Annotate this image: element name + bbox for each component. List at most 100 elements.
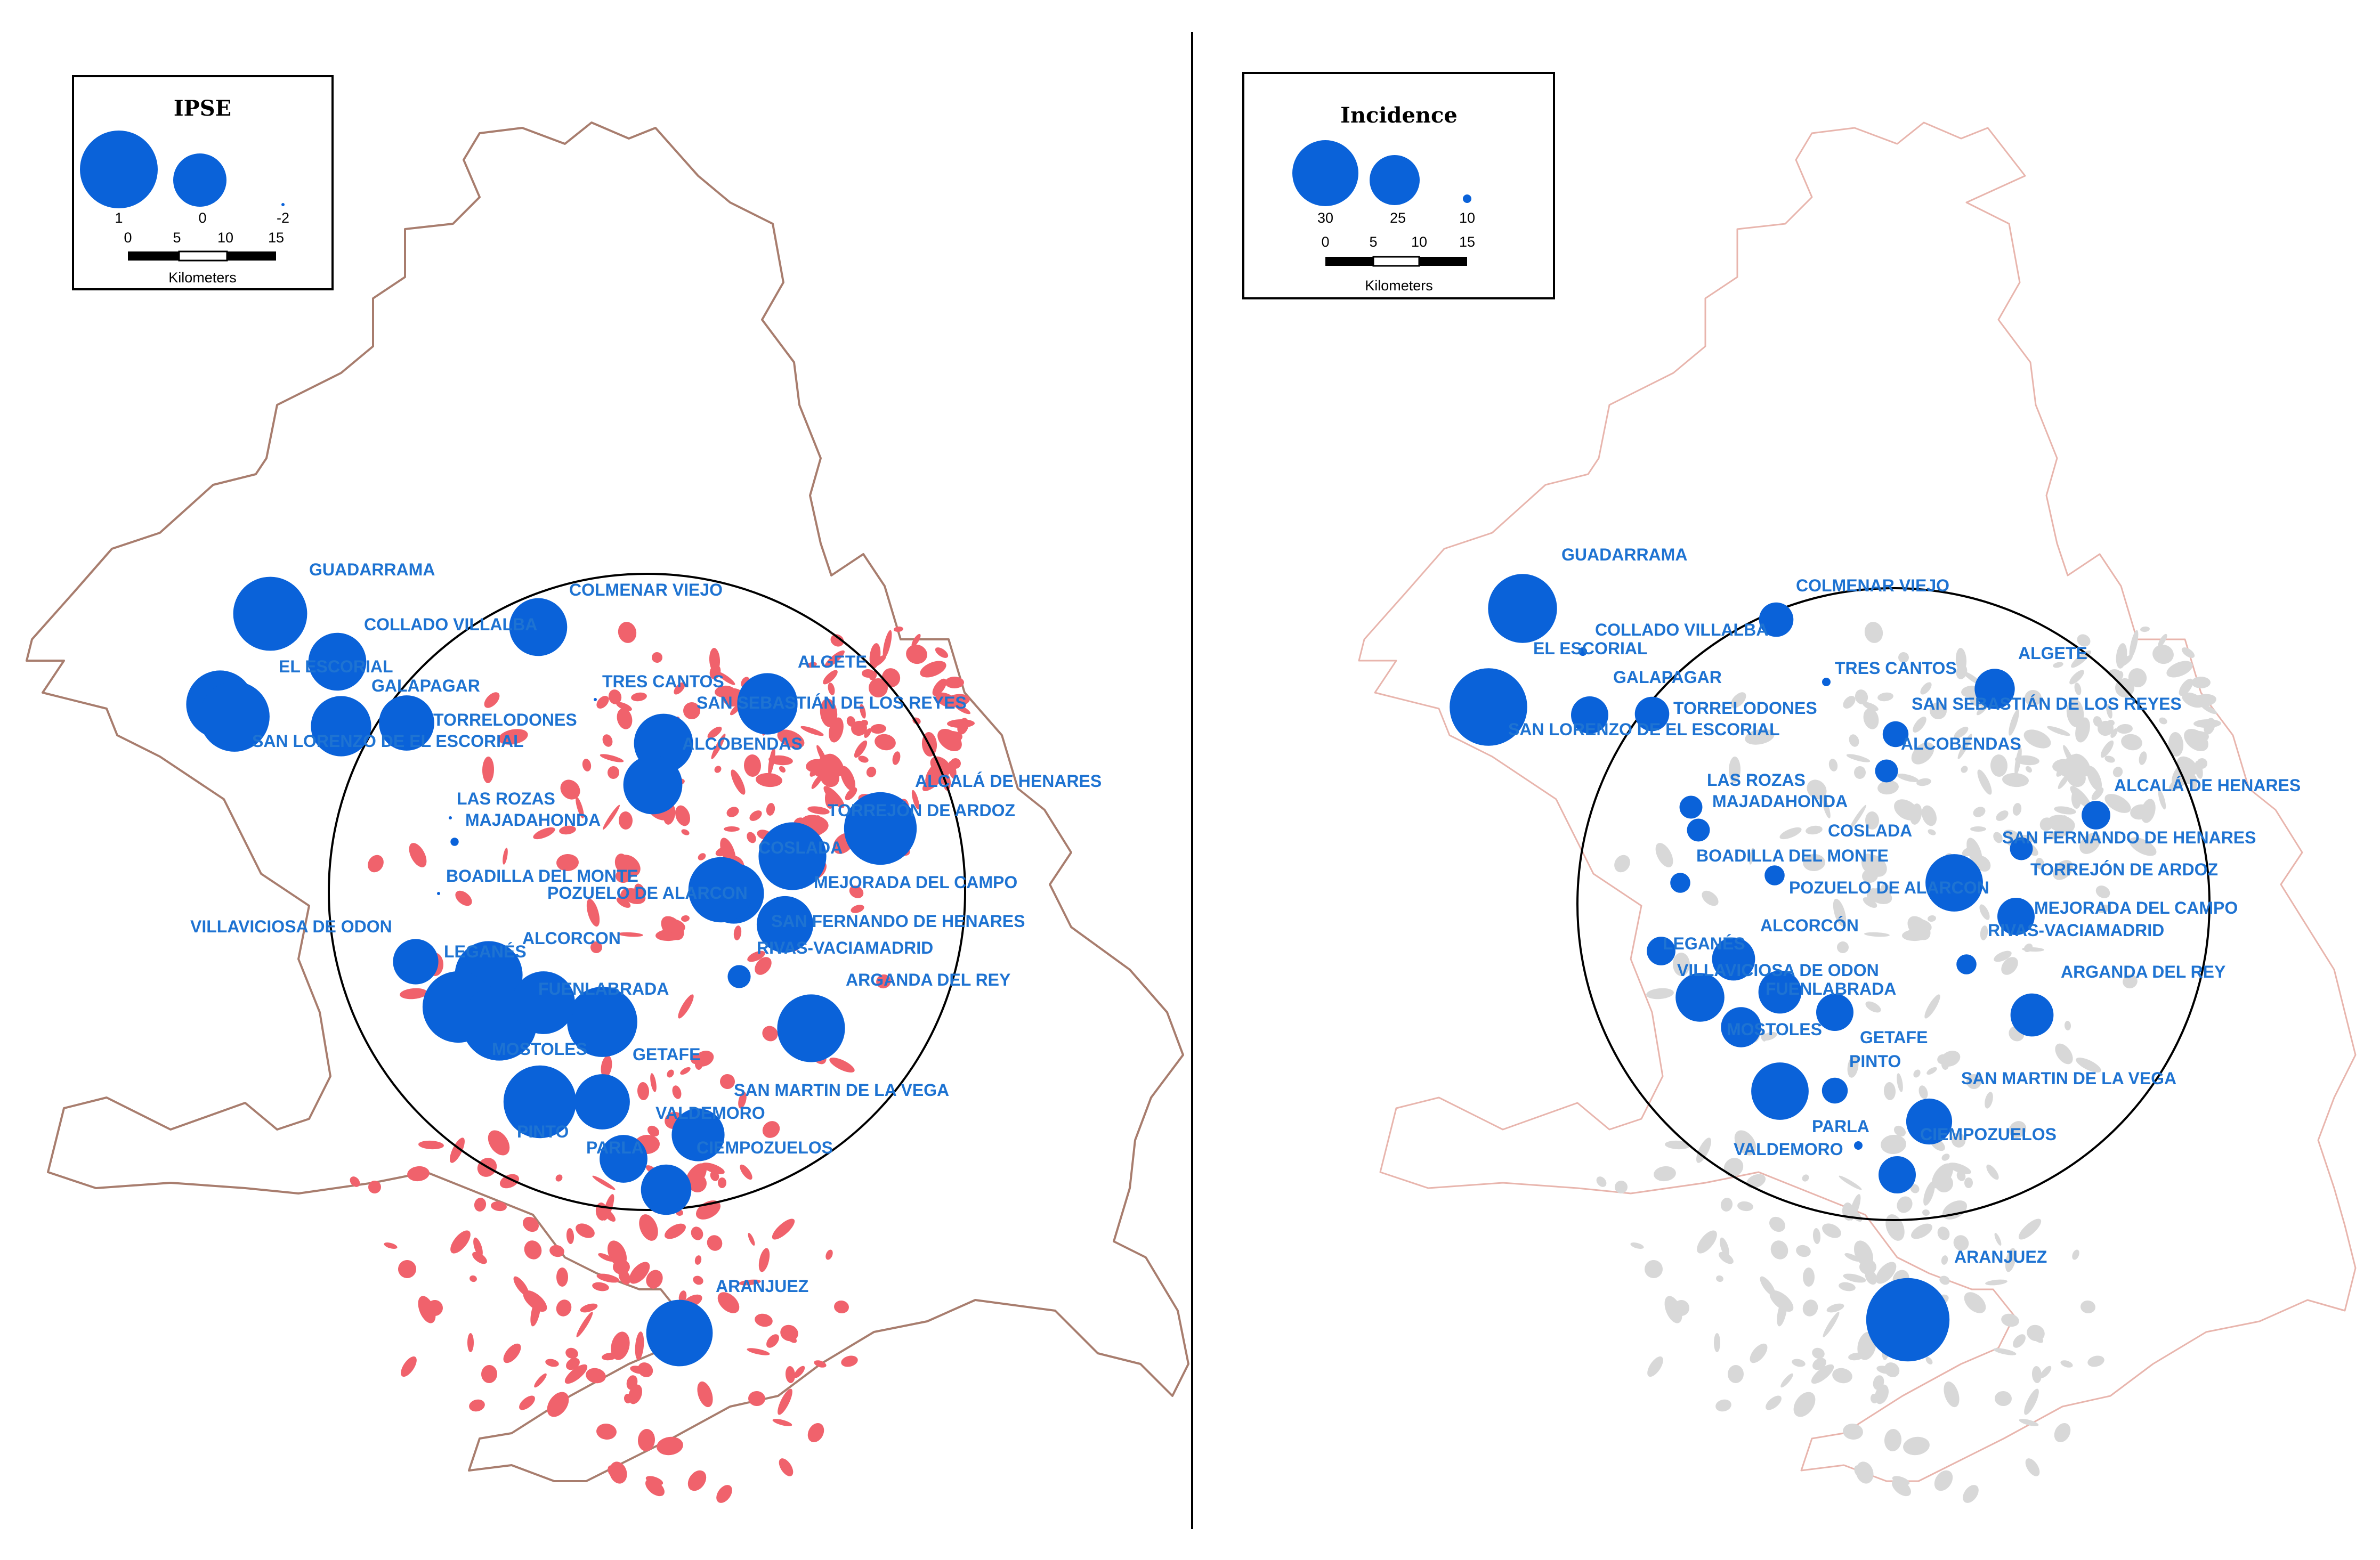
urban-patch — [1926, 1067, 1937, 1075]
bubble-torrelodones — [1634, 696, 1670, 732]
urban-patch — [616, 702, 632, 711]
urban-patch — [590, 941, 602, 953]
label-boadilla-del-monte: BOADILLA DEL MONTE — [446, 866, 638, 885]
urban-patch — [1645, 1260, 1663, 1278]
urban-patch — [731, 769, 746, 795]
label-el-escorial: EL ESCORIAL — [279, 657, 393, 676]
urban-patch — [1812, 1347, 1825, 1359]
urban-patch — [1766, 1395, 1782, 1410]
legend-bubble-large — [80, 131, 158, 208]
urban-patch — [1856, 1461, 1874, 1484]
urban-patch — [678, 994, 694, 1019]
urban-patch — [935, 692, 958, 708]
urban-patch — [2077, 634, 2091, 647]
label-algete: ALGETE — [798, 652, 867, 671]
urban-patch — [714, 766, 722, 773]
bubble-fuenlabrada — [567, 987, 637, 1057]
urban-patch — [794, 1366, 805, 1378]
urban-patch — [635, 1331, 644, 1360]
urban-patch — [1844, 1253, 1860, 1262]
label-alcala-de-henares: ALCALÁ DE HENARES — [2114, 776, 2301, 795]
urban-patch — [672, 1085, 682, 1099]
label-guadarrama: GUADARRAMA — [309, 560, 435, 579]
urban-patch — [2117, 724, 2133, 734]
urban-patch — [488, 1130, 510, 1156]
urban-patch — [2076, 1058, 2101, 1072]
urban-patch — [717, 1292, 740, 1313]
urban-patch — [779, 766, 786, 773]
urban-patch — [2039, 817, 2053, 831]
label-san-lorenzo-de-el-escorial: SAN LORENZO DE EL ESCORIAL — [1508, 720, 1780, 739]
urban-patch — [845, 787, 857, 801]
urban-patch — [2140, 626, 2150, 632]
urban-patch — [1911, 742, 1934, 765]
urban-patch — [1877, 692, 1893, 702]
urban-patch — [1750, 1343, 1768, 1363]
urban-patch — [823, 786, 845, 808]
urban-patch — [1964, 1177, 1973, 1188]
urban-patch — [911, 633, 921, 647]
urban-patch — [586, 898, 600, 927]
label-parla: PARLA — [1812, 1117, 1869, 1136]
urban-patch — [2193, 719, 2221, 728]
urban-patch — [1647, 1356, 1663, 1377]
label-tres-cantos: TRES CANTOS — [1835, 659, 1957, 678]
urban-patch — [1863, 708, 1879, 729]
urban-patch — [854, 740, 868, 758]
urban-patch — [1885, 1214, 1905, 1241]
label-valdemoro: VALDEMORO — [655, 1103, 765, 1123]
urban-patch — [922, 770, 946, 791]
label-coslada: COSLADA — [1828, 821, 1912, 840]
label-aranjuez: ARANJUEZ — [1954, 1247, 2047, 1266]
scale-unit: Kilometers — [1365, 278, 1433, 294]
urban-patch — [829, 1058, 855, 1072]
urban-patch — [1823, 1312, 1840, 1337]
urban-patch — [2168, 732, 2184, 757]
label-fuenlabrada: FUENLABRADA — [538, 979, 669, 998]
urban-patch — [870, 724, 886, 734]
urban-patch — [851, 720, 867, 736]
urban-patch — [1964, 1292, 1986, 1313]
urban-patch — [1934, 1470, 1953, 1491]
urban-patch — [1956, 1171, 1966, 1181]
urban-patch — [1672, 953, 1690, 976]
bubble-boadilla-del-monte — [1670, 873, 1690, 893]
urban-patch — [2009, 709, 2019, 736]
urban-patch — [467, 1333, 474, 1352]
ipse-bubbles — [186, 576, 917, 1367]
bubble-san-fernando-de-henares — [756, 896, 814, 953]
urban-patch — [860, 704, 866, 719]
urban-patch — [2014, 747, 2022, 776]
urban-patch — [1812, 1358, 1826, 1370]
reference-circle — [1576, 587, 2211, 1221]
label-parla: PARLA — [586, 1138, 644, 1157]
urban-patch — [1948, 1163, 1971, 1174]
label-colmenar-viejo: COLMENAR VIEJO — [569, 580, 723, 599]
bubble-getafe — [512, 971, 575, 1034]
urban-patch — [350, 1176, 360, 1187]
urban-patch — [1990, 754, 2008, 777]
urban-patch — [1977, 769, 1992, 795]
urban-patch — [1802, 1299, 1818, 1317]
urban-patch — [1760, 1031, 1767, 1042]
urban-patch — [1803, 1268, 1815, 1287]
urban-patch — [1903, 1436, 1930, 1456]
legend-bubble-medium — [1370, 155, 1420, 205]
urban-patch — [1716, 1275, 1723, 1282]
urban-patch — [1920, 682, 1932, 695]
urban-patch — [743, 754, 762, 777]
label-torrelodones: TORRELODONES — [1673, 698, 1817, 718]
urban-patch — [1921, 805, 1937, 826]
urban-patch — [1745, 729, 1775, 745]
urban-patch — [2128, 668, 2147, 687]
scale-tick-0: 0 — [1321, 234, 1329, 250]
urban-patch — [592, 1175, 616, 1190]
urban-patch — [1847, 1055, 1859, 1078]
urban-patch — [710, 1171, 719, 1181]
urban-patch — [675, 805, 691, 826]
urban-patch — [556, 854, 579, 872]
urban-patch — [1846, 754, 1871, 762]
urban-patch — [665, 1223, 686, 1239]
label-alcorcon: ALCORCON — [522, 929, 621, 948]
urban-patch — [2159, 717, 2167, 725]
